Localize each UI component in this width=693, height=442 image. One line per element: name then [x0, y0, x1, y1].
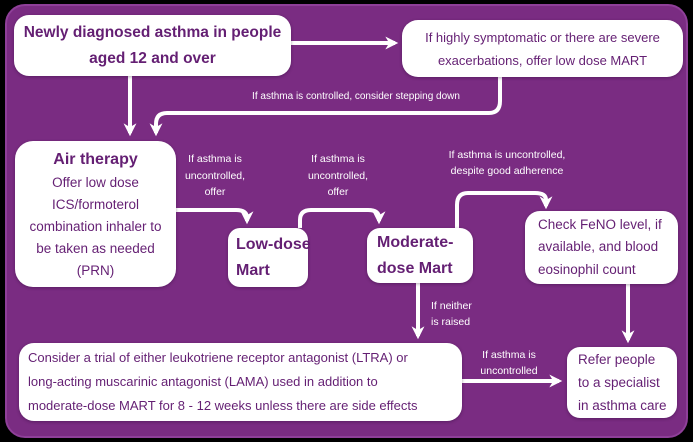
node-highly-symptomatic: If highly symptomatic or there are sever…: [402, 20, 683, 77]
node-text-line: moderate-dose MART for 8 - 12 weeks unle…: [28, 398, 418, 413]
edge-label-line: If asthma is: [482, 349, 536, 361]
node-text-line: aged 12 and over: [89, 49, 216, 67]
node-low-dose-mart: Low-dose Mart: [228, 228, 311, 287]
edge-label-line: If asthma is uncontrolled,: [448, 149, 566, 161]
node-title: Air therapy: [53, 150, 138, 168]
node-check-feno: Check FeNO level, if available, and bloo…: [525, 211, 678, 284]
edge-label-line: If neither: [431, 300, 472, 312]
node-text-line: Newly diagnosed asthma in people: [23, 23, 282, 41]
node-text-line: be taken as needed: [36, 240, 155, 256]
node-text-line: eosinophil count: [538, 261, 636, 277]
node-text-line: exacerbations, offer low dose MART: [437, 52, 648, 68]
edge-label-uncontrolled-offer-2: If asthma is uncontrolled, offer: [299, 151, 377, 201]
edge-label-line: uncontrolled,: [184, 169, 246, 182]
edge-label-line: is raised: [431, 315, 471, 328]
node-text-line: Mart: [236, 261, 270, 279]
node-text-line: dose Mart: [377, 259, 453, 277]
edge-label-line: offer: [204, 186, 226, 198]
node-text-line: Offer low dose: [52, 174, 139, 190]
edge-label-line: offer: [327, 186, 349, 198]
node-refer-specialist: Refer people to a specialist in asthma c…: [567, 347, 677, 418]
edge-label-line: If asthma is: [311, 153, 365, 165]
node-text-line: Low-dose: [236, 235, 311, 253]
edge-label-uncontrolled-refer: If asthma is uncontrolled: [467, 347, 551, 379]
node-air-therapy: Air therapy Offer low dose ICS/formotero…: [15, 141, 176, 287]
node-text-line: Consider a trial of either leukotriene r…: [28, 350, 408, 365]
edge-label-line: uncontrolled,: [307, 169, 369, 182]
node-text-line: combination inhaler to: [29, 218, 162, 234]
edge-label-uncontrolled-offer-1: If asthma is uncontrolled, offer: [176, 151, 254, 201]
edge-label-uncontrolled-adherence: If asthma is uncontrolled, despite good …: [438, 147, 576, 179]
edge-label-line: despite good adherence: [450, 165, 564, 177]
node-text-line: to a specialist: [578, 375, 660, 390]
node-moderate-dose-mart: Moderate- dose Mart: [367, 228, 473, 283]
node-text-line: in asthma care: [578, 398, 667, 413]
node-text-line: Refer people: [578, 352, 656, 367]
node-text-line: long-acting muscarinic antagonist (LAMA)…: [28, 374, 378, 389]
edge-label-line: uncontrolled: [480, 365, 538, 377]
edge-label-neither-raised: If neither is raised: [431, 299, 503, 330]
node-text-line: Check FeNO level, if: [538, 216, 662, 232]
node-text-line: (PRN): [76, 262, 115, 278]
node-newly-diagnosed: Newly diagnosed asthma in people aged 12…: [14, 15, 291, 76]
node-text-line: If highly symptomatic or there are sever…: [425, 29, 660, 45]
node-text-line: Moderate-: [377, 233, 454, 251]
edge-label-stepping-down: If asthma is controlled, consider steppi…: [252, 91, 460, 102]
node-consider-trial: Consider a trial of either leukotriene r…: [19, 343, 462, 421]
edge-label-line: If asthma is: [188, 153, 242, 165]
node-text-line: ICS/formoterol: [51, 196, 140, 212]
node-text-line: available, and blood: [538, 239, 659, 255]
